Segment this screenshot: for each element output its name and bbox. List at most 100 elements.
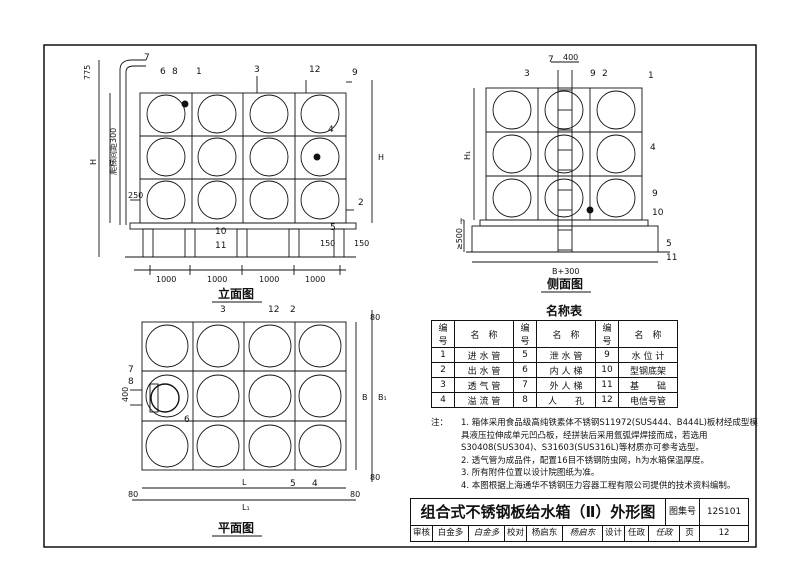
plan-callout-5: 5 (290, 479, 296, 489)
plan-callout-2: 2 (290, 305, 296, 315)
plan-callout-6: 6 (184, 415, 190, 425)
check-label: 校对 (505, 526, 527, 541)
item-num: 3 (431, 377, 455, 393)
note-row: 3. 所有附件位置以设计院图纸为准。 (431, 467, 761, 480)
atlas-label: 图集号 (666, 499, 700, 526)
elev-callout-7: 7 (144, 53, 150, 63)
elev-callout-6: 6 (160, 67, 166, 77)
header-num: 编号 (595, 320, 619, 348)
drawing-title: 组合式不锈钢板给水箱（Ⅱ）外形图 (411, 499, 666, 526)
plan-callout-3: 3 (220, 305, 226, 315)
item-name: 人 孔 (536, 392, 596, 408)
item-num: 7 (513, 377, 537, 393)
item-num: 6 (513, 362, 537, 378)
header-num: 编号 (431, 320, 455, 348)
review-label: 审核 (411, 526, 433, 541)
header-name: 名 称 (618, 320, 678, 348)
signature-row: 审核 白金多 白金多 校对 杨启东 杨启东 设计 任政 任政 页 12 (411, 526, 748, 541)
side-dim-H1: H₁ (463, 151, 472, 160)
item-num: 2 (431, 362, 455, 378)
item-name: 型钢底架 (618, 362, 678, 378)
side-dim-400: 400 (563, 53, 578, 62)
elev-callout-10: 10 (215, 227, 227, 237)
design-name: 任政 (625, 526, 649, 541)
check-signature: 杨启东 (563, 526, 603, 541)
table-row: 4 溢 流 管 8 人 孔 12 电信号管 (431, 392, 678, 408)
notes-prefix: 注： (431, 418, 449, 428)
side-callout-4: 4 (650, 143, 656, 153)
header-name: 名 称 (454, 320, 514, 348)
elevation-caption: 立面图 (218, 286, 254, 301)
elev-callout-4: 4 (328, 125, 334, 135)
plan-callout-7: 7 (128, 365, 134, 375)
note-text: 1. 箱体采用食品级高纯铁素体不锈钢S11972(SUS444、B444L)板材… (461, 418, 758, 453)
side-caption: 侧面图 (547, 276, 583, 291)
item-name: 进 水 管 (454, 347, 514, 363)
plan-caption: 平面图 (218, 521, 254, 535)
side-callout-3: 3 (524, 69, 530, 79)
item-name: 透 气 管 (454, 377, 514, 393)
note-text: 3. 所有附件位置以设计院图纸为准。 (461, 468, 600, 478)
header-num: 编号 (513, 320, 537, 348)
check-name: 杨启东 (527, 526, 563, 541)
elev-callout-1: 1 (196, 67, 202, 77)
item-name: 溢 流 管 (454, 392, 514, 408)
elev-callout-9: 9 (352, 68, 358, 78)
side-callout-5: 5 (666, 239, 672, 249)
elev-callout-12: 12 (309, 65, 320, 75)
note-text: 4. 本图根据上海通华不锈钢压力容器工程有限公司提供的技术资料编制。 (461, 480, 736, 491)
note-row: 注： 1. 箱体采用食品级高纯铁素体不锈钢S11972(SUS444、B444L… (431, 417, 761, 455)
item-name: 外 人 梯 (536, 377, 596, 393)
side-callout-11: 11 (666, 253, 677, 263)
elev-dim-1000-d: 1000 (305, 275, 325, 284)
plan-callout-4: 4 (312, 479, 318, 489)
elevation-view (98, 59, 373, 275)
plan-dim-L1: L₁ (242, 503, 250, 512)
plan-dim-80-b: 80 (370, 473, 380, 482)
side-view (463, 61, 670, 263)
elev-dim-H: H (89, 159, 98, 165)
item-name: 内 人 梯 (536, 362, 596, 378)
names-table-title: 名称表 (546, 304, 583, 318)
item-name: 泄 水 管 (536, 347, 596, 363)
elev-callout-2: 2 (358, 198, 364, 208)
elev-dim-150-a: 150 (320, 239, 335, 248)
plan-dim-B1: B₁ (378, 393, 387, 402)
table-row: 1 进 水 管 5 泄 水 管 9 水 位 计 (431, 347, 678, 363)
elev-callout-11: 11 (215, 241, 226, 251)
elev-dim-ladder: 爬梯间距300 (108, 128, 118, 175)
review-signature: 白金多 (469, 526, 505, 541)
note-row: 4. 本图根据上海通华不锈钢压力容器工程有限公司提供的技术资料编制。 (431, 480, 761, 493)
design-signature: 任政 (649, 526, 680, 541)
elev-dim-1000-a: 1000 (156, 275, 176, 284)
elev-dim-1000-c: 1000 (259, 275, 279, 284)
side-callout-7: 7 (548, 55, 554, 65)
side-dim-500: ≥500 (455, 228, 464, 250)
elev-dim-H2: H (378, 153, 384, 162)
side-callout-10: 10 (652, 208, 664, 218)
note-text: 2. 透气管为成品件，配置16目不锈钢防虫网，h为水箱保温厚度。 (461, 455, 710, 466)
header-name: 名 称 (536, 320, 596, 348)
item-num: 10 (595, 362, 619, 378)
design-label: 设计 (603, 526, 625, 541)
item-name: 基 础 (618, 377, 678, 393)
side-dim-B300: B+300 (552, 267, 579, 276)
side-callout-2: 2 (602, 69, 608, 79)
elev-dim-775: 775 (83, 65, 92, 80)
plan-dim-400: 400 (121, 387, 130, 402)
elev-callout-8: 8 (172, 67, 178, 77)
plan-dim-80-d: 80 (350, 490, 360, 499)
plan-callout-8: 8 (128, 377, 134, 387)
plan-dim-80-c: 80 (128, 490, 138, 499)
review-name: 白金多 (433, 526, 469, 541)
elev-callout-3: 3 (254, 65, 260, 75)
names-table: 编号 名 称 编号 名 称 编号 名 称 1 进 水 管 5 泄 水 管 9 水… (431, 320, 678, 408)
plan-callout-12: 12 (268, 305, 279, 315)
item-num: 11 (595, 377, 619, 393)
table-row: 2 出 水 管 6 内 人 梯 10 型钢底架 (431, 362, 678, 378)
elev-callout-5: 5 (330, 223, 336, 233)
plan-dim-L: L (242, 478, 247, 487)
page-value: 12 (718, 528, 730, 538)
item-num: 8 (513, 392, 537, 408)
